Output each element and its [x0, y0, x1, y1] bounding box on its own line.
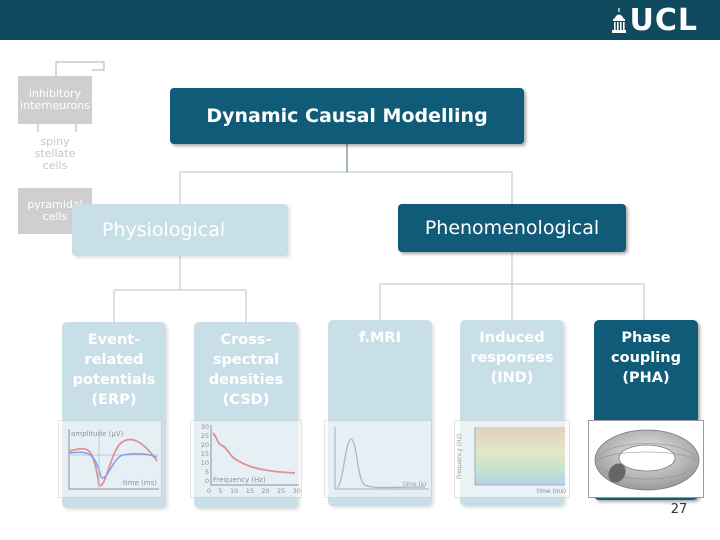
csd-xtick: 5: [218, 487, 223, 495]
physiological-label: Physiological: [102, 219, 226, 241]
root-box-dcm: Dynamic Causal Modelling: [170, 88, 524, 144]
thumb-ind-plot: Frequency (Hz) time (ms): [454, 420, 570, 498]
csd-ytick: 30: [200, 423, 209, 431]
ind-plot-svg: [474, 427, 565, 486]
fmri-xlabel: time (s): [403, 481, 427, 488]
fmri-label: f.MRI: [358, 330, 401, 346]
erp-ylabel: amplitude (μV): [71, 430, 124, 438]
csd-xtick: 0: [207, 487, 212, 495]
inhibitory-interneurons-cell: inhibitory interneurons: [18, 76, 92, 124]
csd-xtick: 20: [261, 487, 270, 495]
csd-xtick: 30: [292, 487, 301, 495]
inhibitory-label: inhibitory interneurons: [20, 87, 90, 112]
torus-icon: [594, 429, 700, 491]
csd-xticks: 0 5 10 15 20 25 30: [207, 487, 301, 495]
pyramidal-label: pyramidal cells: [27, 198, 83, 223]
thumb-erp-plot: amplitude (μV) time (ms): [58, 420, 162, 498]
csd-ytick: 25: [200, 432, 209, 440]
fmri-plot-svg: [334, 427, 429, 490]
csd-yticks: 30 25 20 15 10 5 0: [195, 423, 209, 486]
branch-box-physiological: Physiological: [72, 204, 288, 256]
thumb-fmri-plot: time (s): [324, 420, 432, 498]
ucl-logo: UCL: [611, 3, 699, 38]
csd-ytick: 5: [204, 468, 209, 476]
erp-label: Event- related potentials (ERP): [72, 332, 156, 408]
thumb-pha-torus: [588, 420, 704, 498]
erp-xlabel: time (ms): [123, 479, 157, 487]
page-number: 27: [670, 502, 688, 517]
csd-ytick: 15: [200, 450, 209, 458]
erp-plot-svg: [68, 429, 159, 490]
phenomenological-label: Phenomenological: [424, 217, 600, 239]
csd-ytick: 0: [204, 477, 209, 485]
csd-xtick: 15: [245, 487, 254, 495]
csd-xtick: 25: [277, 487, 286, 495]
ind-xlabel: time (ms): [537, 488, 567, 495]
root-label: Dynamic Causal Modelling: [206, 105, 488, 127]
csd-xlabel: Frequency (Hz): [213, 476, 266, 484]
csd-xtick: 10: [230, 487, 239, 495]
branch-box-phenomenological: Phenomenological: [398, 204, 626, 252]
pha-label: Phase coupling (PHA): [611, 330, 681, 386]
ind-label: Induced responses (IND): [470, 330, 554, 386]
csd-plot-svg: [210, 425, 299, 486]
spiny-label: spiny stellate cells: [34, 135, 76, 172]
csd-label: Cross- spectral densities (CSD): [208, 332, 284, 408]
header-bar: UCL: [0, 0, 720, 40]
spiny-stellate-cell: spiny stellate cells: [18, 132, 92, 176]
csd-ytick: 10: [200, 459, 209, 467]
ucl-dome-icon: [611, 8, 626, 33]
ucl-logo-text: UCL: [629, 3, 698, 38]
thumb-csd-plot: 30 25 20 15 10 5 0 Frequency (Hz) 0 5 10…: [190, 420, 302, 498]
ind-ylabel: Frequency (Hz): [456, 433, 464, 480]
csd-ytick: 20: [200, 441, 209, 449]
